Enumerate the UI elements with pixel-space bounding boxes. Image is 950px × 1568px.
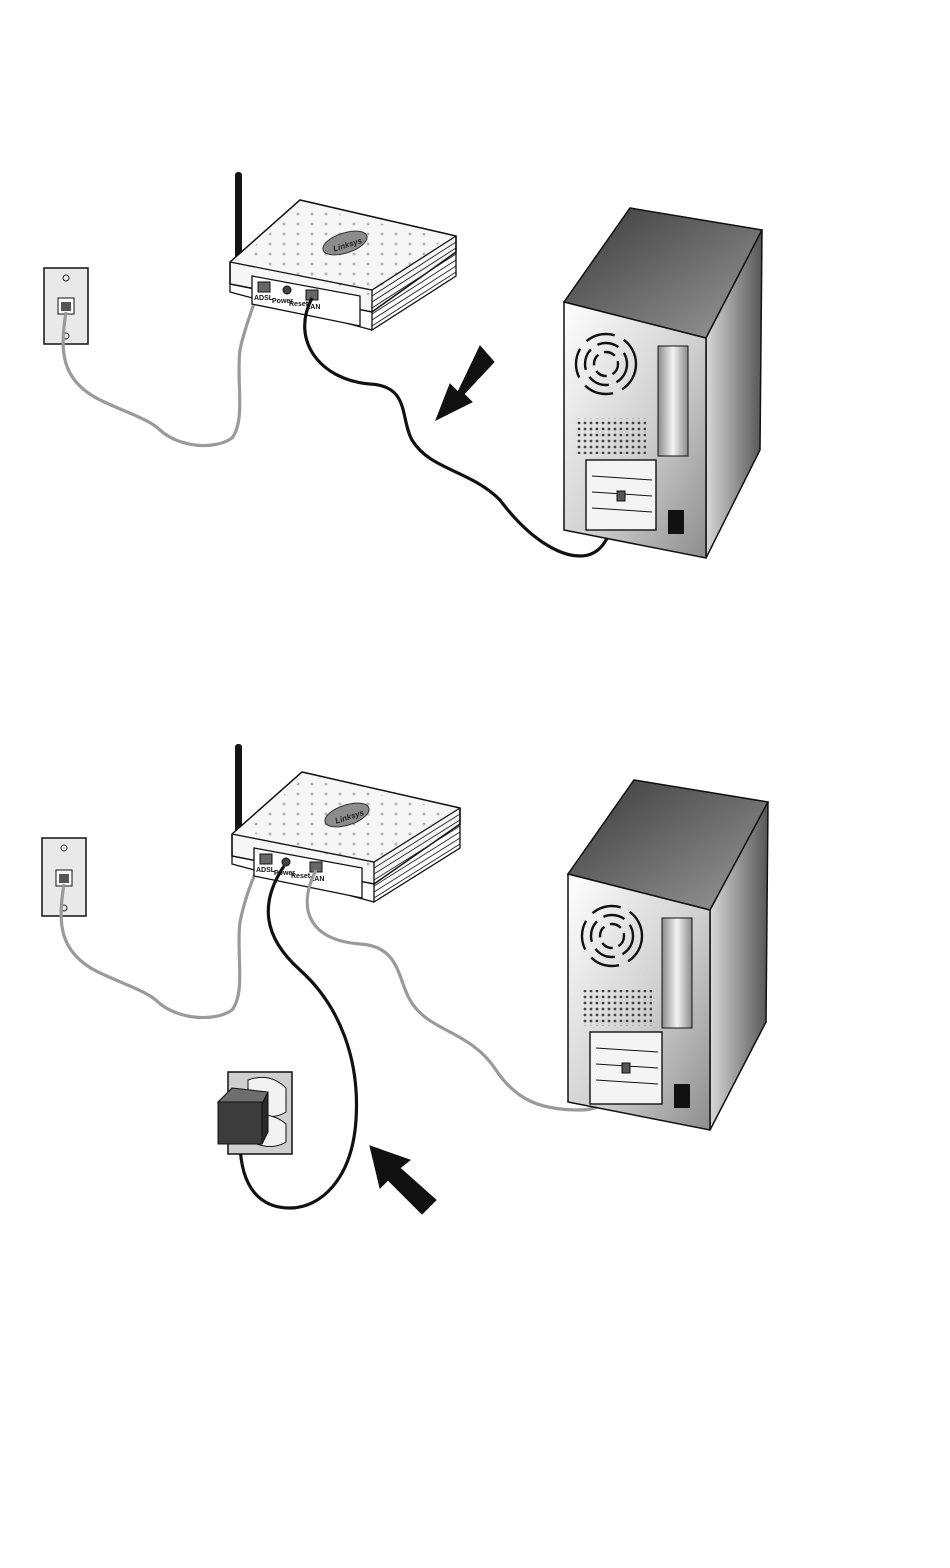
tower-power-button bbox=[668, 510, 684, 534]
router-adsl-port bbox=[258, 282, 270, 292]
wall-phone-jack bbox=[42, 838, 86, 916]
pointer-arrow bbox=[436, 346, 494, 420]
tower-vent bbox=[582, 990, 652, 1026]
tower-vent bbox=[576, 418, 646, 454]
router-adsl-label: ADSL bbox=[256, 867, 276, 874]
tower-slot-cover bbox=[658, 346, 688, 456]
tower-power-button bbox=[674, 1084, 690, 1108]
router: Linksys ADSL Power Reset LAN bbox=[230, 200, 456, 330]
power-cable bbox=[240, 866, 357, 1208]
router-antenna bbox=[235, 744, 242, 836]
router-adsl-port bbox=[260, 854, 272, 864]
pointer-arrow bbox=[370, 1146, 436, 1214]
phone-cable bbox=[63, 288, 256, 446]
router-reset-label: Reset bbox=[291, 873, 311, 880]
diagram-power-svg: Linksys ADSL Power Reset LAN bbox=[0, 640, 950, 1260]
diagram-panel-power: Linksys ADSL Power Reset LAN bbox=[0, 640, 950, 1260]
computer-tower bbox=[564, 208, 762, 558]
tower-expansion-bay bbox=[586, 460, 656, 530]
tower-expansion-bay bbox=[590, 1032, 662, 1104]
wall-phone-jack bbox=[44, 268, 88, 344]
router-power-port bbox=[283, 286, 291, 294]
router: Linksys ADSL Power Reset LAN bbox=[232, 772, 460, 902]
router-adsl-label: ADSL bbox=[254, 295, 274, 302]
computer-tower bbox=[568, 780, 768, 1130]
diagram-ethernet-svg: Linksys ADSL Power Reset LAN bbox=[0, 0, 950, 620]
power-adapter bbox=[218, 1088, 268, 1144]
router-antenna bbox=[235, 172, 242, 264]
tower-slot-cover bbox=[662, 918, 692, 1028]
phone-cable bbox=[61, 858, 262, 1018]
diagram-panel-ethernet: Linksys ADSL Power Reset LAN bbox=[0, 0, 950, 620]
router-power-port bbox=[282, 858, 290, 866]
